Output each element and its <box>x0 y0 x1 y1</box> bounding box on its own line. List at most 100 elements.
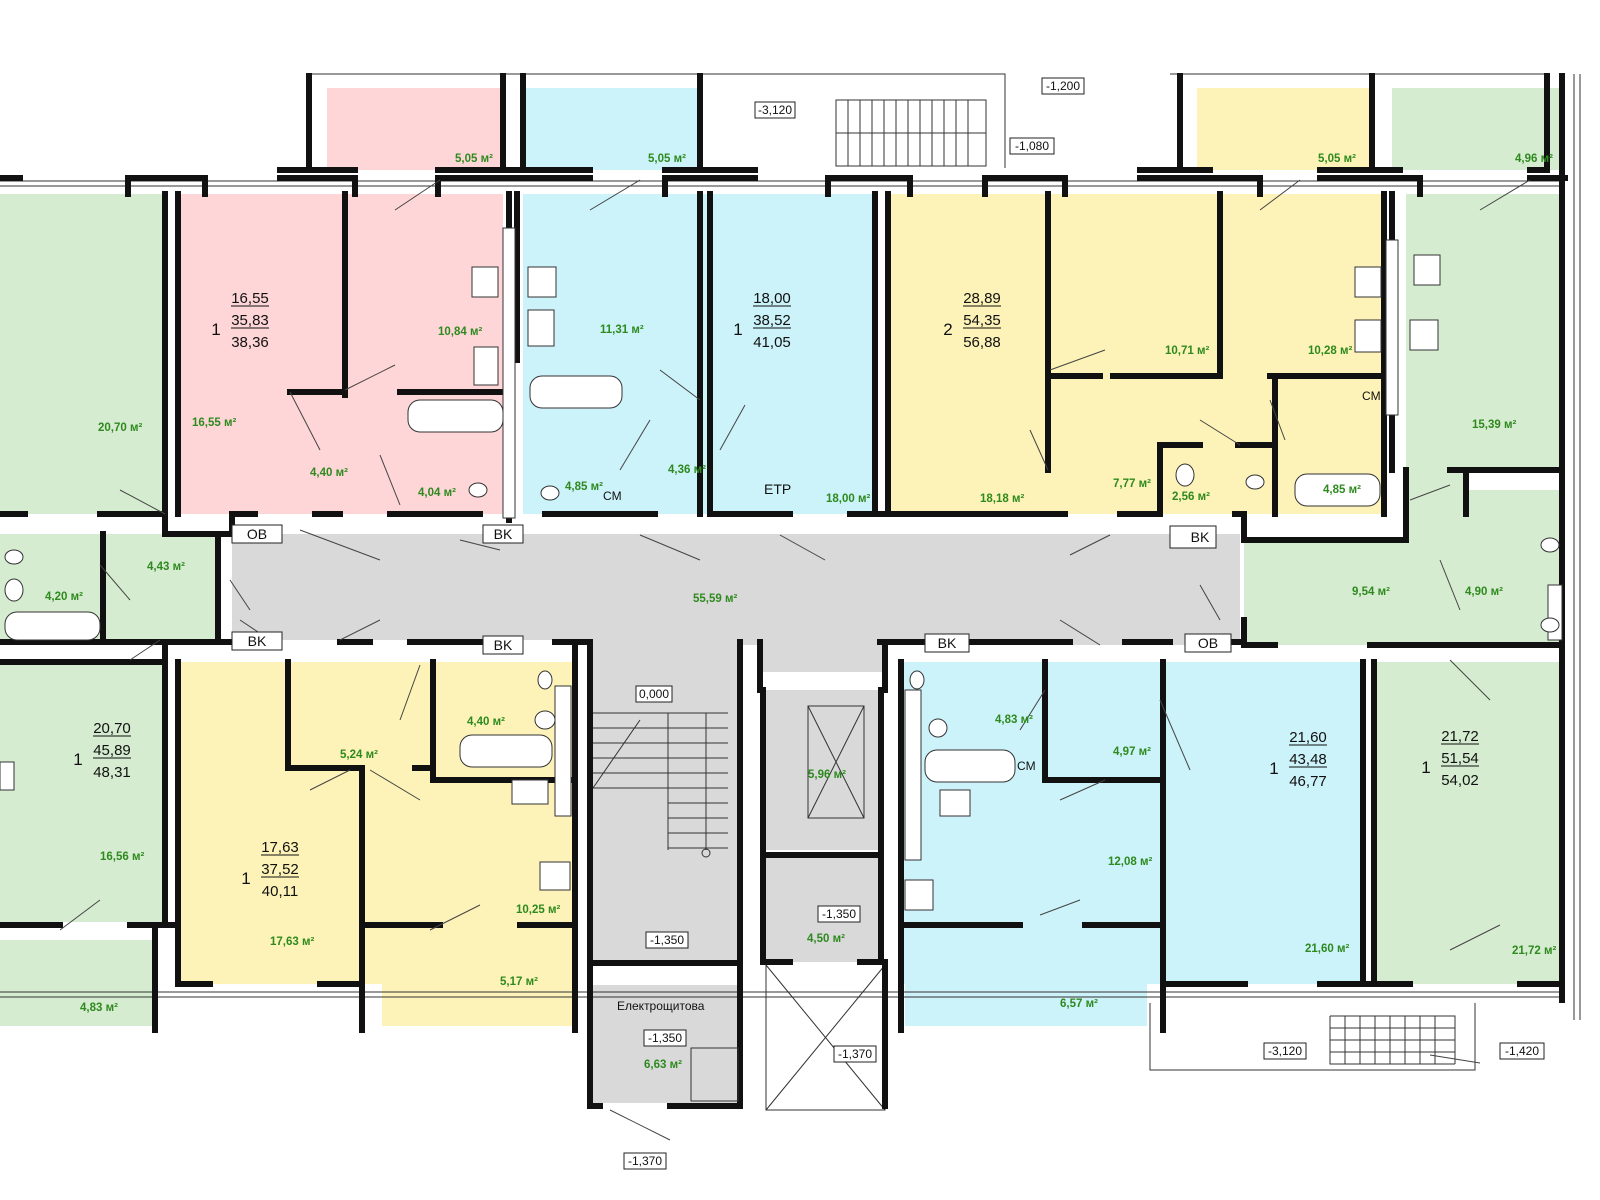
area-label: 17,63 м² <box>270 936 314 948</box>
area-label: 15,39 м² <box>1472 419 1516 431</box>
right-porch-outline <box>1149 1003 1476 1071</box>
area-label: 4,96 м² <box>1515 153 1553 165</box>
area-label: 5,96 м² <box>808 769 846 781</box>
area-label: 16,55 м² <box>192 417 236 429</box>
area-label: 4,50 м² <box>807 933 845 945</box>
level-mark: -3,120 <box>754 101 796 119</box>
counter-pink <box>502 227 516 519</box>
toilet-yellow <box>1245 474 1265 490</box>
level-marks: -1,200 -3,120 -1,080 0,000 -1,350 -1,350… <box>623 77 1545 1170</box>
sink-pink <box>473 346 499 386</box>
svg-text:-1,350: -1,350 <box>648 1031 682 1045</box>
area-label: 10,71 м² <box>1165 345 1209 357</box>
apartment-total-area: 51,54 <box>1441 750 1479 767</box>
room-fills <box>0 88 1564 1103</box>
area-label: 10,84 м² <box>438 326 482 338</box>
blue-bottom-apartment-fill <box>901 662 1363 984</box>
electric-room-label: Електрощитова <box>617 999 705 1013</box>
svg-text:BK: BK <box>248 633 267 649</box>
svg-text:OB: OB <box>1198 635 1218 651</box>
stove-blue-bottom <box>904 879 934 911</box>
pink-balcony-fill <box>327 88 503 170</box>
right-outer-line <box>1573 74 1581 1020</box>
apartment-total-with-balcony: 40,11 <box>262 883 298 900</box>
green-bottom-right-apartment-fill <box>1374 662 1564 984</box>
wall-core <box>587 959 888 1109</box>
yellow-bottom-balcony-fill <box>382 940 573 1026</box>
apartment-rooms: 1 <box>73 750 82 769</box>
wall-corridor-top <box>0 467 1409 543</box>
area-label: 55,59 м² <box>693 593 737 605</box>
lift-shaft <box>807 705 865 819</box>
apartment-total-with-balcony: 48,31 <box>93 764 131 781</box>
wall-top-balconies <box>277 73 1550 173</box>
level-mark: -1,200 <box>1041 77 1085 95</box>
stair-main-arrow-dot <box>701 848 711 858</box>
toilet-pink <box>468 482 488 498</box>
svg-text:-3,120: -3,120 <box>1268 1044 1302 1058</box>
level-mark: -1,350 <box>643 1029 687 1047</box>
bottom-glazing-line <box>0 991 1562 998</box>
toilet-blue <box>540 485 560 501</box>
yellow-balcony-fill <box>1197 88 1369 170</box>
area-label: 4,43 м² <box>147 561 185 573</box>
lift-fill <box>763 690 881 850</box>
wall-partitions-top <box>162 191 1395 523</box>
area-label: 4,85 м² <box>565 481 603 493</box>
tag-vk: BK <box>1169 525 1217 549</box>
svg-text:BK: BK <box>1191 529 1210 545</box>
level-mark: -1,370 <box>623 1152 667 1170</box>
area-label: 16,56 м² <box>100 851 144 863</box>
pink-apartment-fill <box>178 194 503 514</box>
area-label: 4,36 м² <box>668 464 706 476</box>
area-label: 11,31 м² <box>600 324 644 336</box>
area-label: 4,83 м² <box>80 1002 118 1014</box>
counter-yellow <box>1385 239 1399 416</box>
area-label: 6,57 м² <box>1060 998 1098 1010</box>
area-label: 4,85 м² <box>1323 484 1361 496</box>
level-mark: -1,080 <box>1009 137 1055 155</box>
blue-balcony-fill <box>523 88 697 170</box>
apartment-living-area: 17,63 <box>261 839 299 856</box>
area-label: 10,25 м² <box>516 904 560 916</box>
area-label: 4,20 м² <box>45 591 83 603</box>
green-left-balcony-fill <box>0 940 155 1026</box>
svg-text:-1,350: -1,350 <box>822 907 856 921</box>
stove-blue <box>527 266 557 298</box>
entrance-outline <box>765 964 886 1111</box>
svg-text:-1,370: -1,370 <box>838 1047 872 1061</box>
apartment-rooms: 1 <box>241 869 250 888</box>
apartment-total-area: 54,35 <box>963 312 1001 329</box>
apartment-total-area: 43,48 <box>1289 751 1327 768</box>
area-label: 7,77 м² <box>1113 478 1151 490</box>
area-label: 4,40 м² <box>310 467 348 479</box>
walls <box>0 73 1568 1109</box>
electric-cabinet <box>690 1047 739 1102</box>
area-label: 21,60 м² <box>1305 943 1349 955</box>
area-label: 5,05 м² <box>1318 153 1356 165</box>
apartment-total-with-balcony: 38,36 <box>231 334 269 351</box>
apartment-total-area: 45,89 <box>93 742 131 759</box>
sink-yellow <box>1354 319 1382 353</box>
toilet-blue-bottom <box>909 670 925 690</box>
apartment-total-area: 37,52 <box>261 861 299 878</box>
area-label: 18,18 м² <box>980 493 1024 505</box>
svg-text:0,000: 0,000 <box>639 687 669 701</box>
bathtub-yellow-bottom <box>459 734 553 768</box>
svg-text:-1,200: -1,200 <box>1046 79 1080 93</box>
svg-text:-1,080: -1,080 <box>1015 139 1049 153</box>
svg-text:BK: BK <box>494 637 513 653</box>
svg-text:-3,120: -3,120 <box>758 103 792 117</box>
apartment-living-area: 28,89 <box>963 290 1001 307</box>
area-label: 20,70 м² <box>98 422 142 434</box>
stove-yellow-bottom <box>539 861 571 891</box>
area-label: 4,83 м² <box>995 714 1033 726</box>
apartment-total-area: 38,52 <box>753 312 791 329</box>
